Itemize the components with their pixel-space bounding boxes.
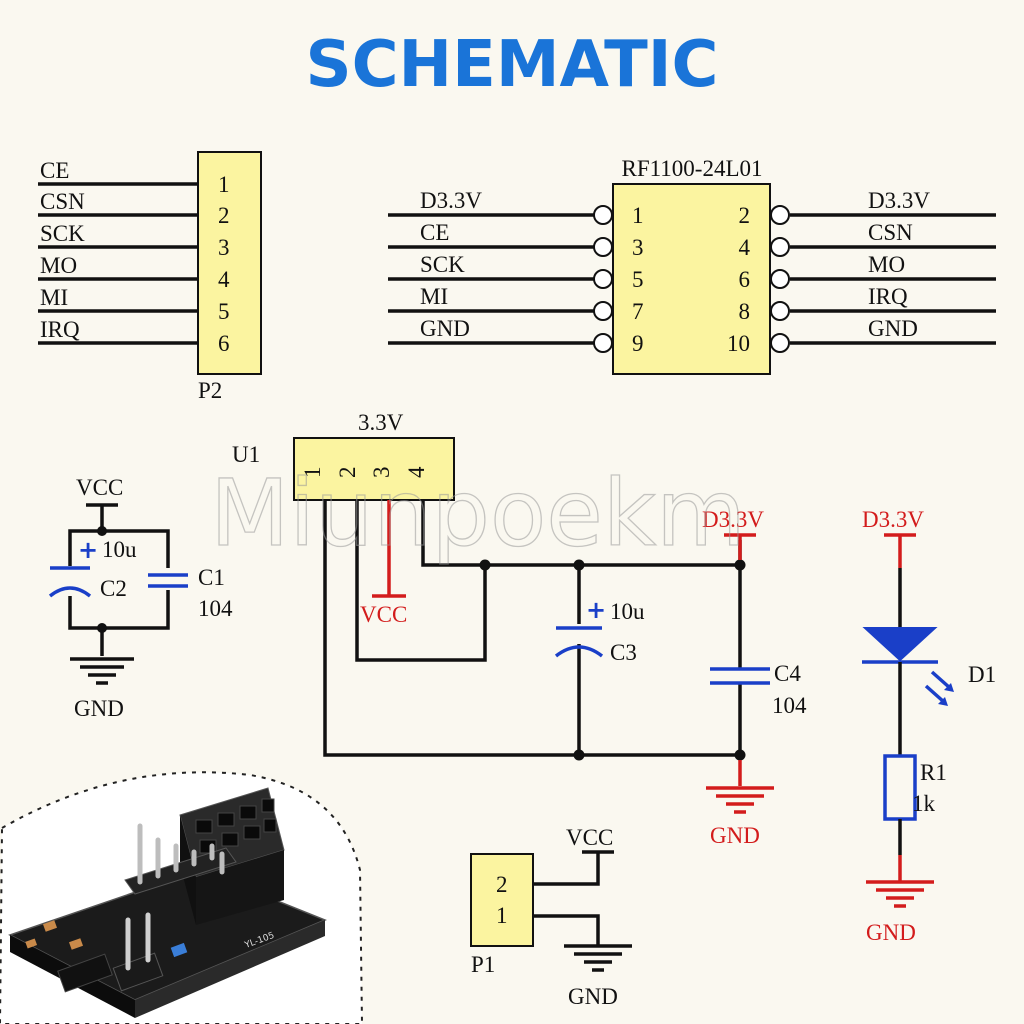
- r1-value: 1k: [912, 791, 936, 816]
- adapter-board-photo: YL-105: [0, 771, 364, 1024]
- rf-left-signal-gnd: GND: [420, 316, 470, 341]
- rf-left-signal-sck: SCK: [420, 252, 465, 277]
- r1-gnd-label: GND: [866, 920, 916, 945]
- d1-ref: D1: [968, 662, 996, 687]
- c3-ref: C3: [610, 640, 637, 665]
- u1-wiring: [323, 500, 742, 757]
- p2-pin-5: 5: [218, 299, 230, 324]
- u1-ref: U1: [232, 442, 260, 467]
- left-ground-symbol: [70, 657, 134, 685]
- rf-pin-circles: [593, 205, 790, 353]
- rf-left-signal-d33v: D3.3V: [420, 188, 482, 213]
- u1-body: [293, 437, 455, 501]
- p2-pin-1: 1: [218, 172, 230, 197]
- c4-capacitor-symbol: [710, 667, 770, 685]
- u1-regulator: 3.3V U1 1 2 3 4 VCC D3.3V: [232, 410, 807, 848]
- rf-right-wires: [790, 213, 996, 345]
- c1-ref: C1: [198, 565, 225, 590]
- p2-signal-irq: IRQ: [40, 317, 80, 342]
- u1-pin-2: 2: [335, 467, 360, 479]
- rf-left-wires: [388, 213, 594, 345]
- left-gnd-label: GND: [74, 696, 124, 721]
- c3-capacitor-symbol: +: [554, 596, 606, 658]
- c4-ref: C4: [774, 661, 801, 686]
- rf-right-signal-mo: MO: [868, 252, 905, 277]
- c2-ref: C2: [100, 576, 127, 601]
- r1-ground-symbol: [866, 880, 934, 908]
- c1-capacitor-symbol: [148, 573, 188, 588]
- u1-ground-symbol: [706, 786, 774, 814]
- rf-module-name: RF1100-24L01: [622, 156, 763, 181]
- p1-pin-2: 2: [496, 872, 508, 897]
- rf-pin-2: 2: [739, 203, 751, 228]
- u1-pin-3: 3: [369, 467, 394, 479]
- p2-signal-mo: MO: [40, 253, 77, 278]
- led-indicator: D3.3V D1 R1 1k GND: [862, 507, 996, 945]
- rf-module: RF1100-24L01 D3.3V CE SCK MI GND: [388, 156, 996, 375]
- rf-pin-8: 8: [739, 299, 751, 324]
- rf-pin-7: 7: [632, 299, 644, 324]
- rf-pin-3: 3: [632, 235, 644, 260]
- u1-vcc-label: VCC: [360, 602, 407, 627]
- p2-pin-4: 4: [218, 267, 230, 292]
- p2-pin-6: 6: [218, 331, 230, 356]
- p1-connector: 2 1 P1 VCC GND: [470, 825, 632, 1009]
- c3-value: 10u: [610, 599, 645, 624]
- p2-ref: P2: [198, 378, 222, 403]
- rf-pin-10: 10: [727, 331, 750, 356]
- u1-pin-4: 4: [404, 466, 429, 478]
- rf-pin-9: 9: [632, 331, 644, 356]
- rf-pin-4: 4: [739, 235, 751, 260]
- rf-right-signal-csn: CSN: [868, 220, 913, 245]
- c2-value: 10u: [102, 537, 137, 562]
- rf-pin-6: 6: [739, 267, 751, 292]
- rf-left-signal-mi: MI: [420, 284, 448, 309]
- rf-right-signal-d33v: D3.3V: [868, 188, 930, 213]
- u1-pin-1: 1: [300, 467, 325, 479]
- p2-body: [197, 151, 262, 375]
- u1-value: 3.3V: [358, 410, 404, 435]
- c1-c2-block: VCC + 10u C2 C1 104 GN: [48, 475, 233, 721]
- p2-pin-3: 3: [218, 235, 230, 260]
- p1-wiring: [533, 850, 632, 972]
- rf-left-signal-ce: CE: [420, 220, 449, 245]
- p1-body: [470, 853, 534, 947]
- p2-signal-sck: SCK: [40, 221, 85, 246]
- r1-ref: R1: [920, 760, 947, 785]
- p1-gnd-label: GND: [568, 984, 618, 1009]
- p2-signal-mi: MI: [40, 285, 68, 310]
- p2-wires: [38, 182, 198, 345]
- d1-led-symbol: [862, 627, 954, 706]
- rf-pin-5: 5: [632, 267, 644, 292]
- r1-resistor-symbol: [883, 754, 917, 821]
- c2-plus-icon: +: [78, 536, 98, 564]
- watermark: Miunpoekm: [210, 460, 746, 567]
- p2-connector: CE CSN SCK MO MI IRQ 1 2 3 4 5 6 P2: [38, 151, 262, 403]
- u1-gnd-label: GND: [710, 823, 760, 848]
- u1-out-label: D3.3V: [702, 507, 764, 532]
- c4-value: 104: [772, 693, 807, 718]
- pin-header: [124, 823, 237, 895]
- p1-vcc-label: VCC: [566, 825, 613, 850]
- power-pin-header: [112, 912, 164, 992]
- p2-signal-csn: CSN: [40, 189, 85, 214]
- rf-pin-1: 1: [632, 203, 644, 228]
- p2-pin-2: 2: [218, 203, 230, 228]
- rf-right-signal-irq: IRQ: [868, 284, 908, 309]
- p1-pin-1: 1: [496, 903, 508, 928]
- rf-body: [612, 183, 771, 375]
- c1-value: 104: [198, 596, 233, 621]
- p1-ref: P1: [471, 952, 495, 977]
- p2-signal-ce: CE: [40, 158, 69, 183]
- schematic-title: SCHEMATIC: [305, 28, 718, 102]
- c2-capacitor-symbol: +: [48, 536, 98, 598]
- c3-plus-icon: +: [586, 596, 606, 624]
- rf-right-signal-gnd: GND: [868, 316, 918, 341]
- left-vcc-label: VCC: [76, 475, 123, 500]
- d1-supply-label: D3.3V: [862, 507, 924, 532]
